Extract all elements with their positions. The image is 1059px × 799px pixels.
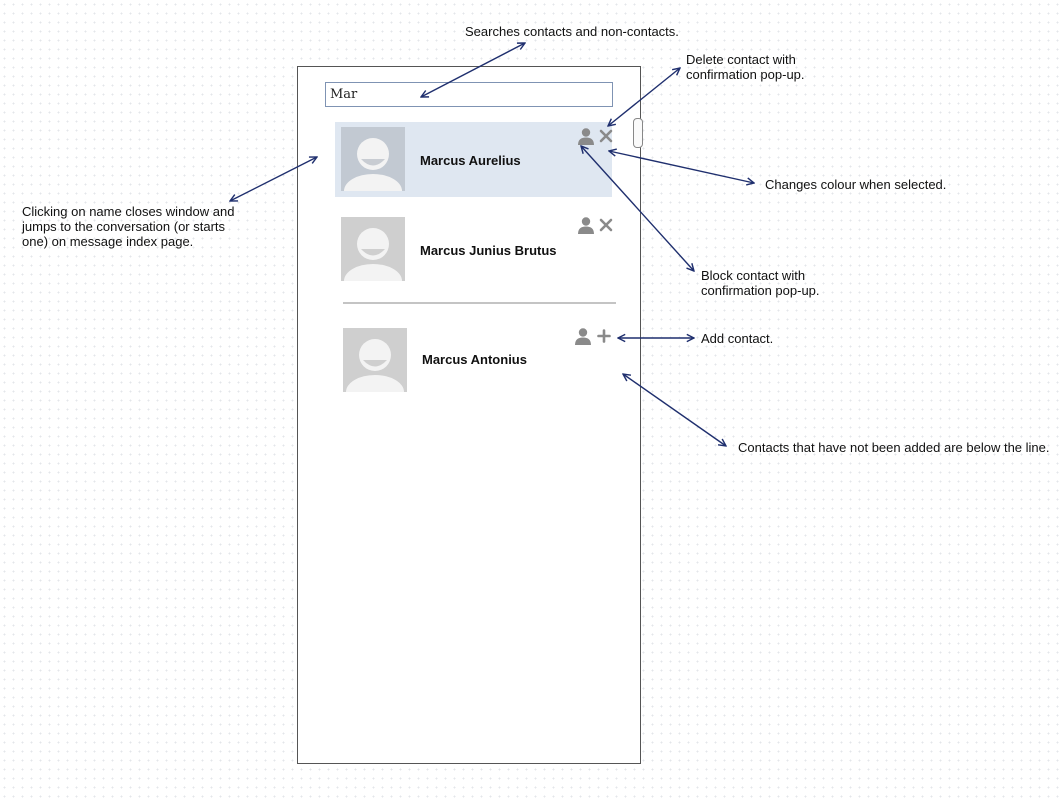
annotation-delete-line2: confirmation pop-up.	[686, 67, 805, 82]
avatar	[343, 328, 407, 392]
person-icon[interactable]	[574, 327, 592, 345]
annotation-below-line: Contacts that have not been added are be…	[738, 440, 1050, 455]
annotation-block-contact: Block contact with confirmation pop-up.	[701, 268, 820, 298]
arrow-below-line	[623, 374, 726, 446]
annotation-selected: Changes colour when selected.	[765, 177, 947, 192]
plus-icon[interactable]	[595, 327, 613, 345]
contact-row-selected[interactable]: Marcus Aurelius	[335, 122, 615, 197]
close-icon[interactable]	[597, 127, 615, 145]
arrow-delete	[608, 68, 680, 126]
arrow-selected	[609, 151, 754, 183]
annotation-delete-contact: Delete contact with confirmation pop-up.	[686, 52, 805, 82]
annotation-add-contact: Add contact.	[701, 331, 774, 346]
contacts-divider	[343, 302, 616, 304]
annotation-search: Searches contacts and non-contacts.	[465, 24, 679, 39]
annotation-block-line2: confirmation pop-up.	[701, 283, 820, 298]
annotation-click-line1: Clicking on name closes window and	[22, 204, 235, 219]
arrow-search	[421, 43, 525, 97]
avatar	[341, 127, 405, 191]
arrow-click-name	[230, 157, 317, 201]
person-icon[interactable]	[577, 127, 595, 145]
annotation-click-line3: one) on message index page.	[22, 234, 194, 249]
annotation-click-line2: jumps to the conversation (or starts	[22, 219, 226, 234]
annotation-click-name: Clicking on name closes window and jumps…	[22, 204, 234, 249]
arrow-block	[581, 146, 694, 271]
contact-name[interactable]: Marcus Antonius	[422, 352, 527, 367]
non-contact-row[interactable]: Marcus Antonius	[337, 323, 614, 398]
avatar	[341, 217, 405, 281]
contact-name[interactable]: Marcus Aurelius	[420, 153, 521, 168]
annotation-block-line1: Block contact with	[701, 268, 806, 283]
contact-name[interactable]: Marcus Junius Brutus	[420, 243, 557, 258]
annotation-delete-line1: Delete contact with	[686, 52, 796, 67]
